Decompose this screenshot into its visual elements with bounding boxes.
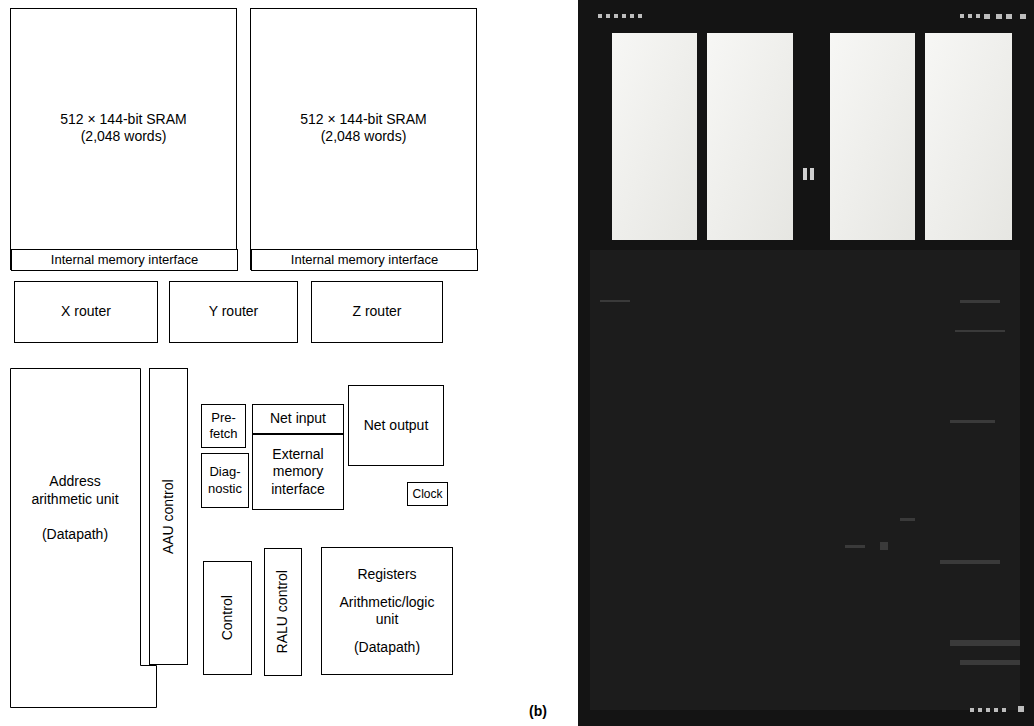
floorplan-block: Net output (348, 385, 444, 466)
floorplan-block: Clock (407, 482, 448, 506)
floorplan-block: Diag- nostic (201, 453, 249, 508)
block-label: Internal memory interface (291, 252, 438, 268)
block-label: Z router (352, 303, 401, 321)
control-block: Control (203, 561, 252, 675)
control-block: RALU control (264, 548, 302, 676)
floorplan-block: Net input (252, 404, 344, 434)
block-label: Registers (357, 566, 416, 584)
block-label: 512 × 144-bit SRAM (2,048 words) (49, 111, 199, 146)
block-label: Y router (209, 303, 259, 321)
block-label: 512 × 144-bit SRAM (2,048 words) (289, 111, 439, 146)
block-label: Address arithmetic unit (30, 473, 120, 508)
block-label: (Datapath) (354, 639, 420, 657)
block-label: Pre- fetch (202, 410, 245, 443)
block-label: Internal memory interface (51, 252, 198, 268)
block-label: Net input (270, 410, 326, 428)
datapath-block: Address arithmetic unit (Datapath) (10, 368, 157, 708)
control-block: AAU control (149, 368, 188, 665)
block-label: Net output (364, 417, 429, 435)
block-label: External memory interface (263, 446, 333, 499)
floorplan-block: Z router (311, 281, 443, 343)
floorplan-block: External memory interface (252, 434, 344, 510)
block-label: Diag- nostic (202, 464, 248, 497)
floorplan-block: 512 × 144-bit SRAM (2,048 words) Internal… (250, 8, 477, 270)
block-label: Clock (412, 487, 442, 502)
floorplan-block: X router (14, 281, 158, 343)
block-label: Control (219, 595, 237, 640)
floorplan-block: Internal memory interface (251, 249, 478, 271)
floorplan-block: 512 × 144-bit SRAM (2,048 words) Internal… (10, 8, 237, 270)
floorplan-block: Pre- fetch (201, 404, 246, 448)
block-label: (Datapath) (42, 526, 108, 544)
floorplan-block: Internal memory interface (11, 249, 238, 271)
floorplan-block: RegistersArithmetic/logic unit (Datapath) (321, 547, 453, 675)
block-label: Arithmetic/logic unit (331, 594, 443, 629)
block-label: RALU control (274, 570, 292, 653)
panel-label: (b) (529, 703, 547, 719)
block-label: X router (61, 303, 111, 321)
floorplan-block: Y router (169, 281, 298, 343)
block-label: AAU control (160, 479, 178, 554)
